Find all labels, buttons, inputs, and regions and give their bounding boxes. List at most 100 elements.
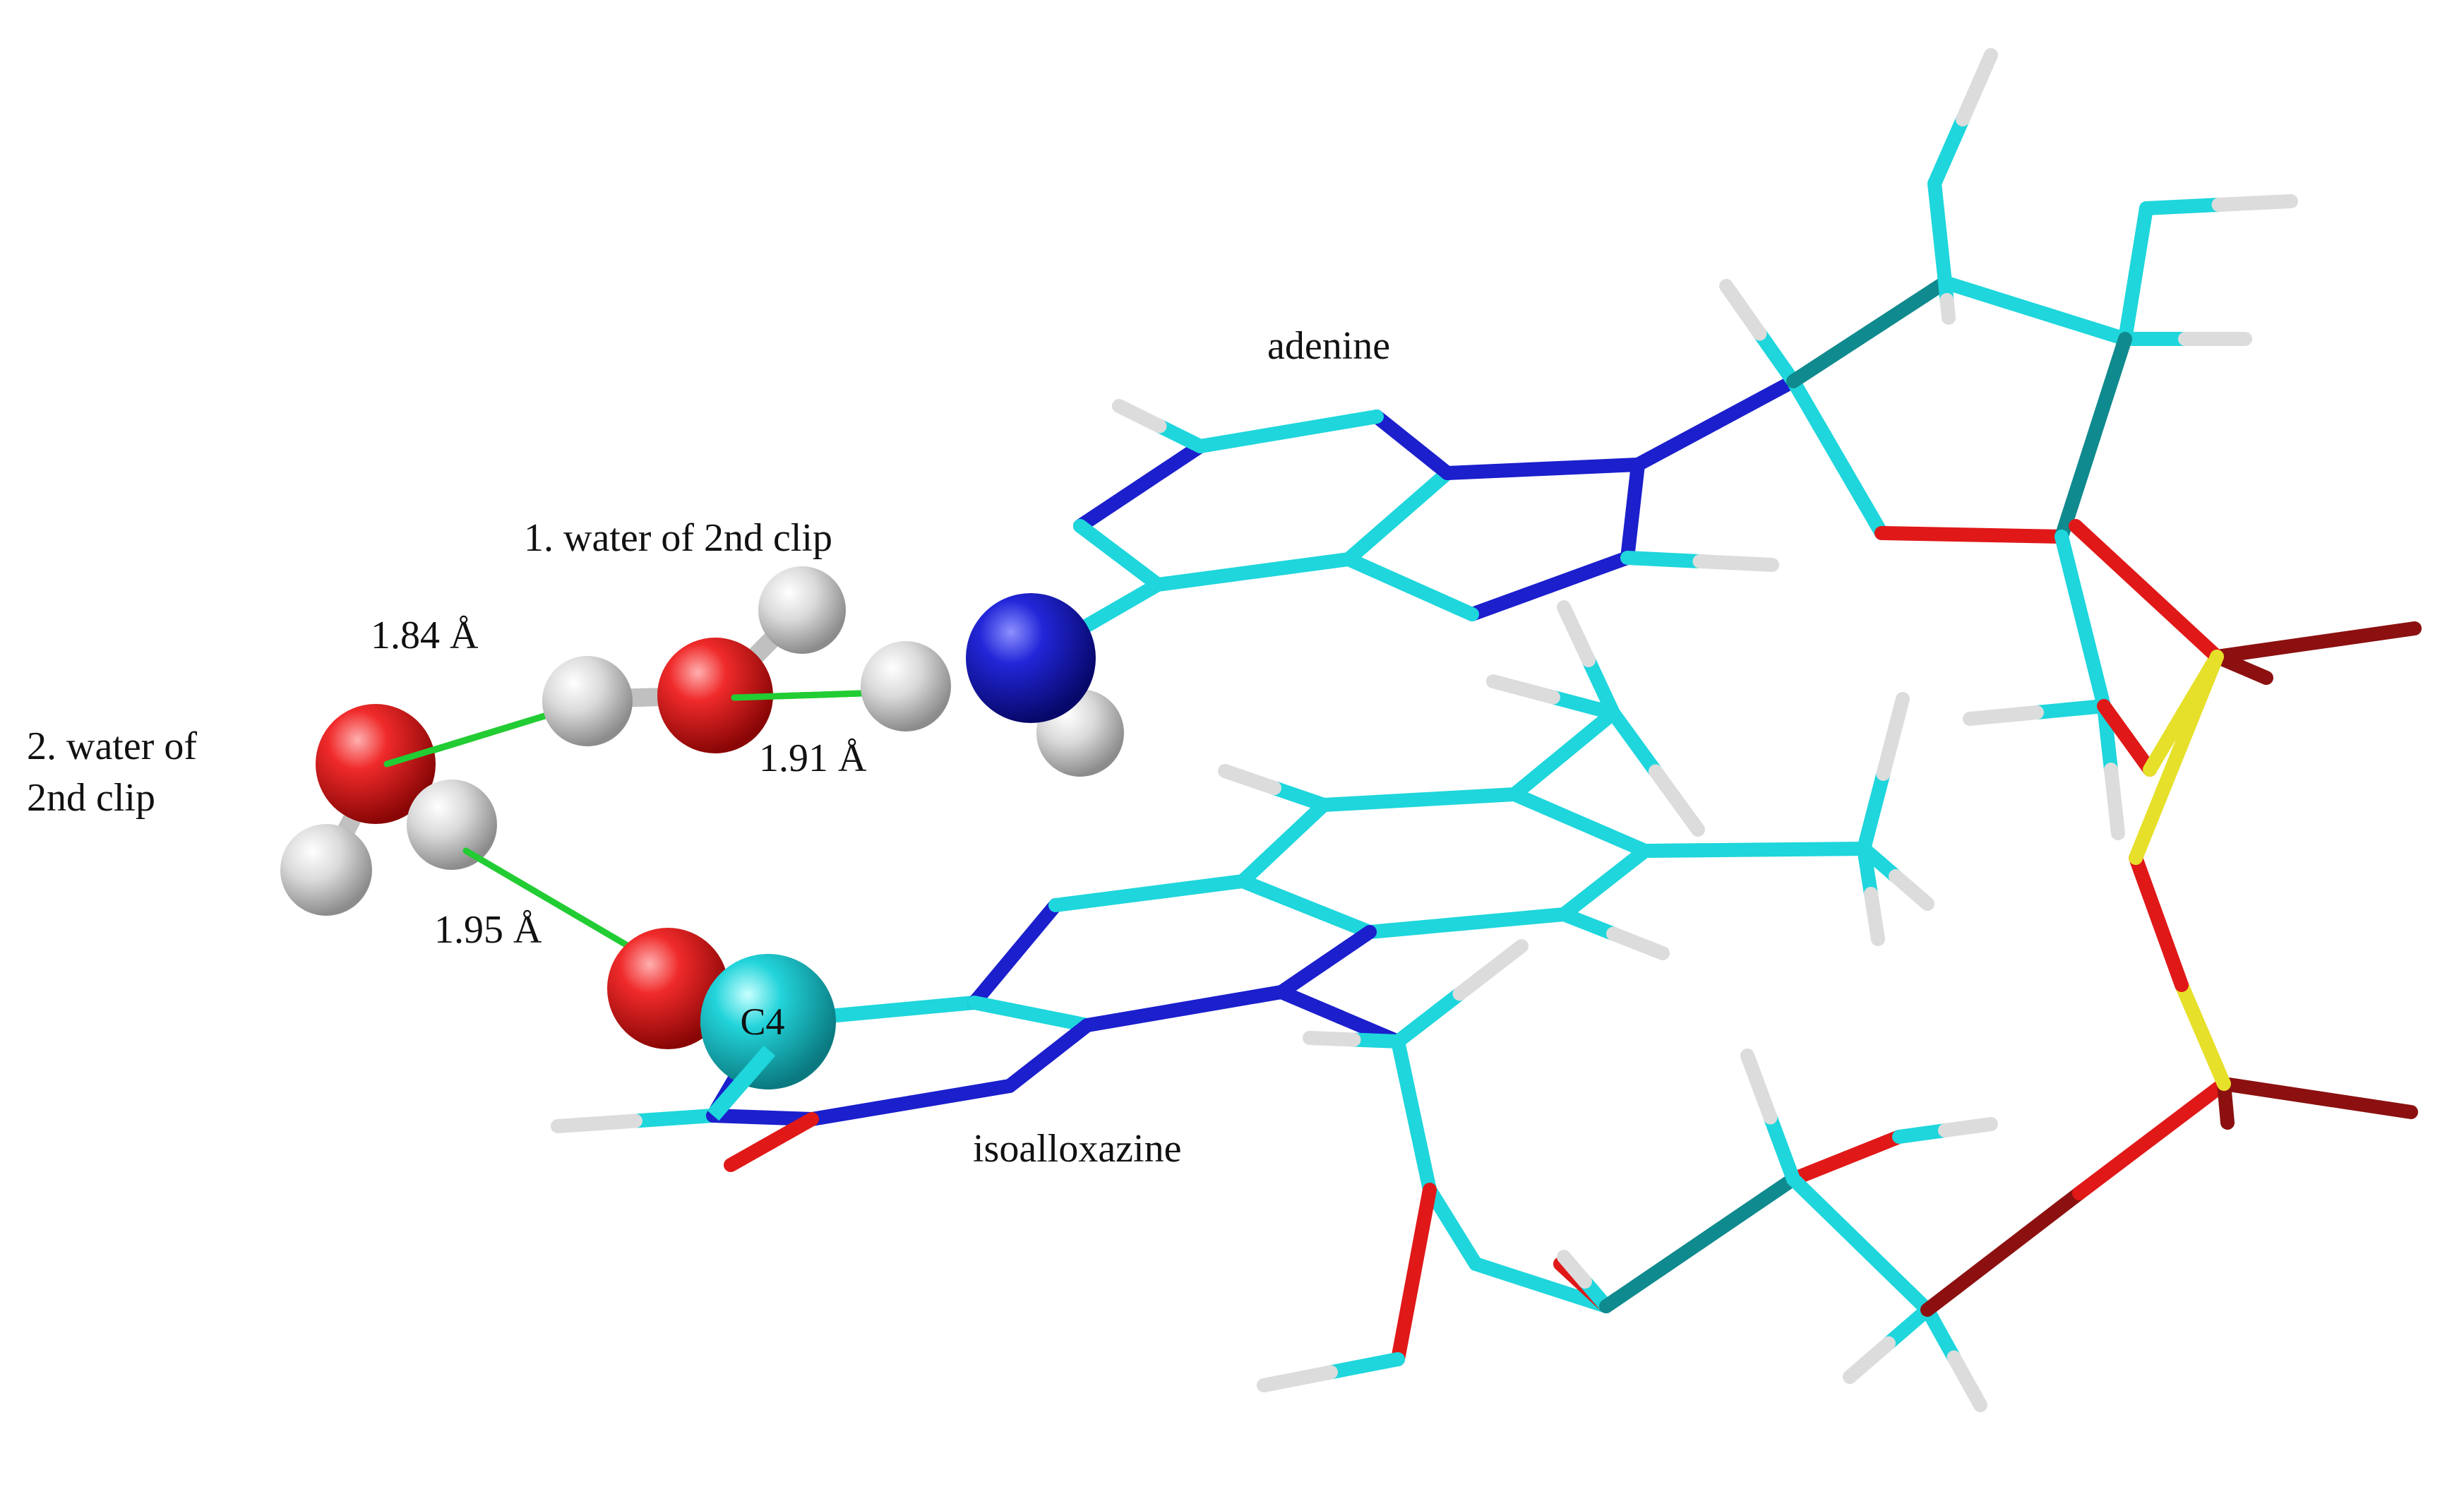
bond-C1r-H1r-half-1 [1752, 326, 1800, 388]
bond-O2r-H2r-half-1 [1927, 112, 1970, 191]
bond-N10-C10a-half-1 [1177, 985, 1288, 1016]
bond-C6-H6-half-1 [1267, 781, 1331, 812]
c4-carbon [700, 954, 836, 1089]
bond-C1r-C2r-half-2 [1862, 275, 1952, 339]
bond-C7m-H7a-half-2 [1557, 600, 1596, 667]
label-distance-1-84: 1.84 Å [371, 614, 479, 657]
bond-N1a-C2a-half-1 [1281, 410, 1384, 438]
water-2-oxygen [316, 704, 436, 824]
bond-P1-O11-half-1 [2210, 635, 2323, 664]
bond-O3p-H3o-half-1 [1324, 1352, 1405, 1380]
bond-C4p-H4-half-2 [1557, 1250, 1592, 1289]
bond-C4r-C5r-half-2 [2076, 614, 2111, 713]
bond-C2r-O2r-half-1 [1932, 226, 1952, 289]
bond-C6p-H6a-half-2 [1843, 1336, 1896, 1384]
bond-P2-O8-half-2 [2218, 1096, 2235, 1130]
bond-C8-C9-half-1 [1597, 844, 1652, 890]
bond-O6p-P2-half-2 [2144, 1077, 2231, 1146]
bond-C6p-H6a-half-1 [1882, 1303, 1934, 1351]
bond-C8m-H8a-half-1 [1857, 767, 1891, 856]
bond-C1p-H1b-half-1 [1391, 986, 1467, 1049]
bond-C5p-C6p-half-1 [1786, 1172, 1867, 1252]
bond-C5p-H5a-half-1 [1763, 1110, 1800, 1186]
label-distance-1-95: 1.95 Å [434, 908, 542, 952]
bond-O9-O10-half-2 [2129, 851, 2166, 928]
bond-C3r-C4r-half-1 [2086, 332, 2132, 445]
bond-C6-H6-half-2 [1218, 764, 1281, 795]
bond-C5a-C6-half-1 [1236, 836, 1291, 888]
bond-C7m-H7b-half-2 [1486, 674, 1560, 705]
bond-P1-O10-half-2 [2129, 750, 2184, 865]
bond-O5r-P1-half-1 [2143, 706, 2191, 777]
bond-C8a-N7-half-2 [1465, 579, 1557, 621]
bond-C8m-H8a-half-2 [1876, 692, 1910, 781]
label-water-2-line1: 2. water of [27, 724, 197, 768]
bond-N5-C5a-half-1 [1048, 886, 1156, 912]
label-water-1: 1. water of 2nd clip [524, 516, 832, 560]
bond-C9a-C5a-half-1 [1299, 900, 1377, 939]
bond-C7m-H7c-half-1 [1606, 706, 1663, 779]
bond-C6-C7-half-1 [1317, 792, 1426, 812]
bond-C3r-C4r-half-2 [2055, 431, 2100, 544]
bond-C8-C8m-half-1 [1638, 842, 1762, 858]
bond-C2r-O2r-half-2 [1927, 177, 1947, 240]
bond-C4a-N5-half-2 [1007, 898, 1063, 961]
bond-N7-C5a2-half-1 [1403, 580, 1479, 621]
water-1-hydrogen-a [758, 566, 846, 654]
bond-N9-C8a-half-1 [1625, 458, 1645, 518]
bond-C8m-H8c-half-2 [1864, 887, 1885, 946]
bond-C3p-C4p-half-1 [1469, 1257, 1548, 1292]
bond-P2-O9-half-1 [2196, 1027, 2231, 1091]
bond-C2a-N3a-half-1 [1133, 439, 1207, 494]
bond-C6a-N1a-half-2 [1370, 410, 1419, 452]
label-adenine: adenine [1267, 324, 1390, 368]
bond-C4a2-C5a2-half-2 [1246, 552, 1356, 579]
water-2-hydrogen-b [407, 780, 497, 870]
bond-N9-C1r-half-2 [1709, 374, 1800, 430]
bond-C4a2-Namine-half-1 [1087, 578, 1165, 628]
bond-C5p-O5p-half-1 [1786, 1151, 1853, 1186]
bond-O5p-H5o-half-2 [1938, 1117, 1998, 1137]
bond-C3r-O3r-half-2 [2129, 201, 2153, 281]
bond-C6a-N1a-half-1 [1405, 438, 1454, 480]
bond-C1r-O4r-half-1 [1786, 374, 1845, 465]
bond-C10a-C4a-half-1 [1024, 1007, 1094, 1032]
bond-C7-C8-half-2 [1572, 816, 1652, 858]
bond-C5r-H5r1-half-2 [1963, 705, 2044, 726]
bond-C8a-H8a2-half-1 [1620, 551, 1707, 568]
bond-C2-O2-half-2 [724, 1135, 779, 1172]
bond-C10a-C4a-half-2 [967, 996, 1038, 1021]
bond-O2r-H2r-half-2 [1956, 48, 1998, 126]
bond-C7m-H7a-half-1 [1581, 653, 1620, 720]
label-distance-1-91: 1.91 Å [759, 736, 867, 780]
adenine-amino-group [861, 593, 1124, 777]
bond-O9-O10-half-1 [2151, 914, 2189, 992]
bond-N3-H3-half-1 [628, 1109, 720, 1128]
amino-nitrogen [966, 593, 1096, 723]
bond-C7-C7m-half-1 [1507, 746, 1571, 801]
bond-N3a-C4a2-half-1 [1073, 519, 1126, 563]
bond-C8-C8m-half-2 [1747, 842, 1871, 857]
bond-C1p-H1a-half-1 [1346, 1032, 1405, 1049]
bond-P1-O12-half-2 [2235, 660, 2273, 685]
bond-C6a-N9-half-2 [1536, 458, 1645, 476]
bond-C8a-N7-half-1 [1543, 551, 1634, 593]
bond-P2-O7-half-2 [2310, 1091, 2418, 1119]
bond-N10-C1p-half-1 [1274, 985, 1347, 1024]
bond-C2a-H2a-half-2 [1112, 399, 1167, 434]
bond-C1p-C2p-half-1 [1391, 1034, 1421, 1123]
bond-C9-C9a-half-2 [1363, 916, 1474, 939]
bond-C2p-O3p-half-1 [1406, 1183, 1437, 1282]
label-isoalloxazine: isoalloxazine [973, 1127, 1181, 1171]
bond-P2-O9-half-2 [2175, 978, 2210, 1041]
c4-oxygen [607, 928, 729, 1049]
bond-C1r-H1r-half-2 [1719, 279, 1767, 341]
bond-C2p-O3p-half-2 [1391, 1267, 1421, 1366]
bond-C6p-O6p-half-1 [1920, 1244, 2011, 1317]
bond-O3r-H3r-half-2 [2211, 194, 2298, 212]
bond-C5p-C6p-half-2 [1853, 1237, 1934, 1317]
bond-C6p-O6p-half-2 [1996, 1186, 2086, 1259]
bond-C4r-C5r-half-1 [2055, 530, 2090, 628]
bond-P1-O11-half-2 [2309, 621, 2422, 650]
bond-C8m-H8b-half-2 [1889, 869, 1934, 911]
